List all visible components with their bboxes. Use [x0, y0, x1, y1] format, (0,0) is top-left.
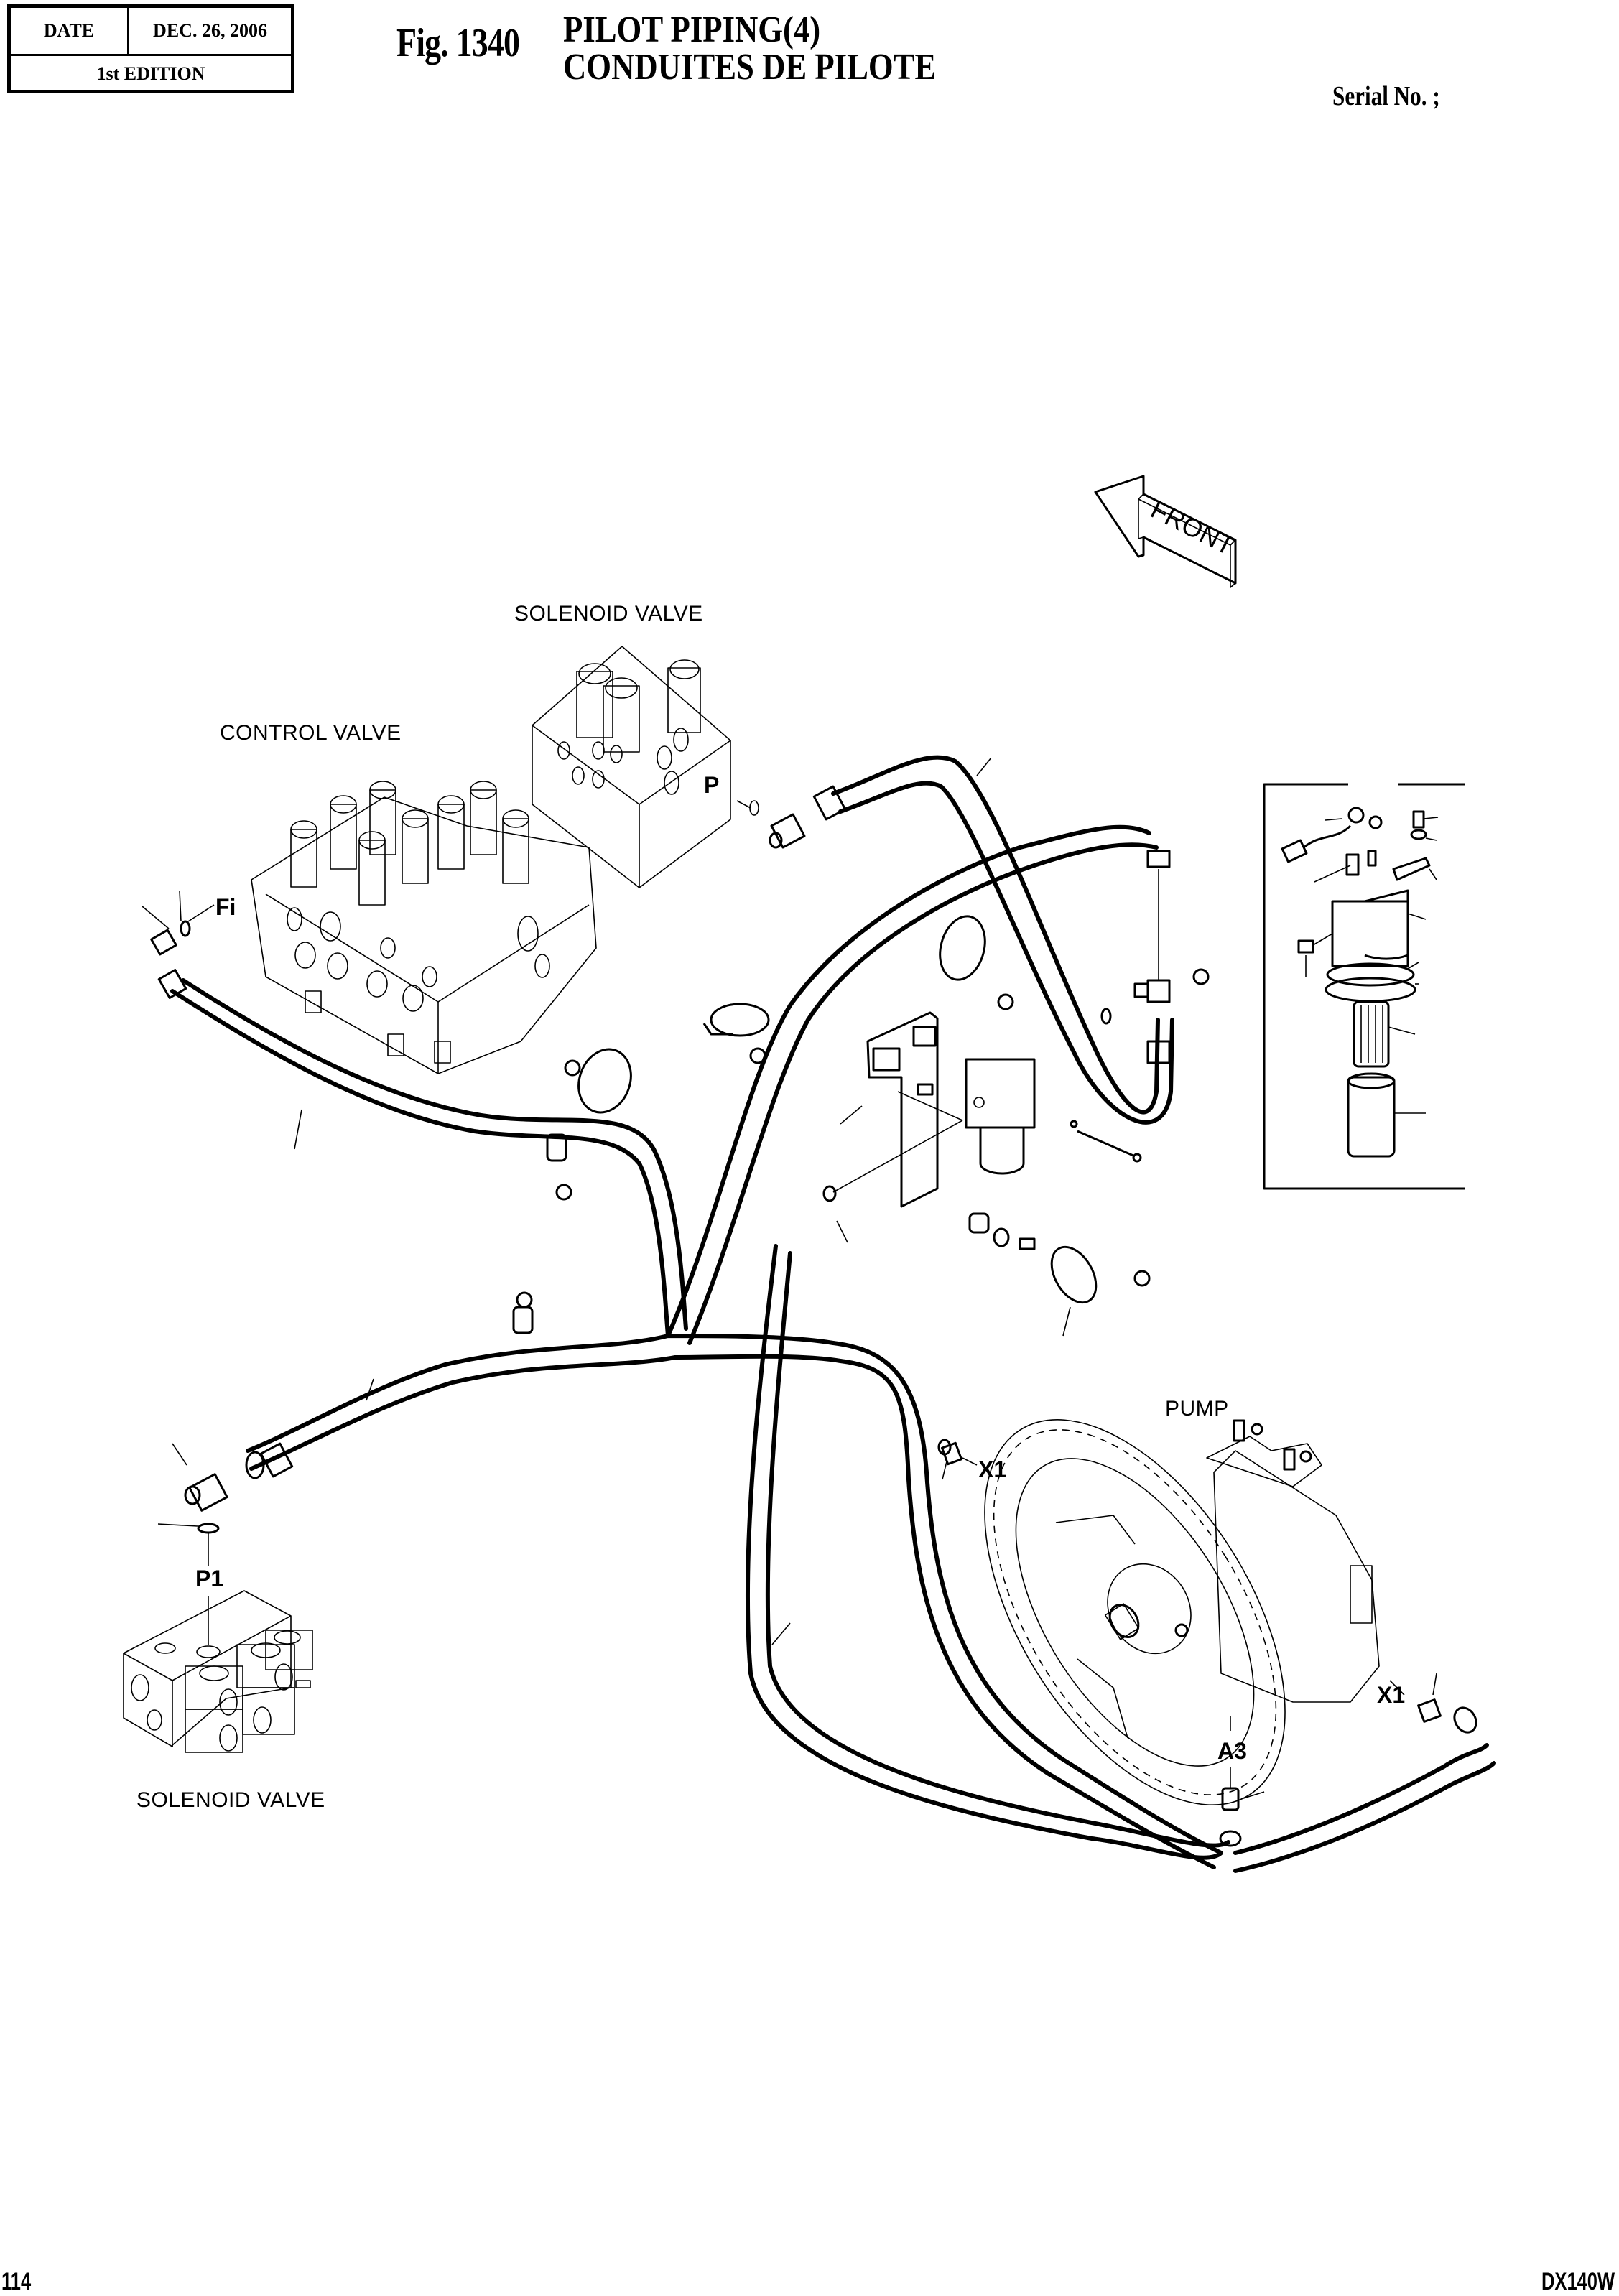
pump-label: PUMP [1165, 1397, 1229, 1421]
tee-fitting [1133, 850, 1210, 1064]
model-number: DX140W [1541, 2268, 1615, 2295]
p1-elbow-fitting [157, 1442, 294, 1645]
page-title-english: PILOT PIPING(4) [563, 9, 821, 50]
revision-date-row: DATE DEC. 26, 2006 [11, 8, 291, 56]
date-label: DATE [11, 8, 129, 54]
solenoid-valve-top-label: SOLENOID VALVE [514, 602, 703, 626]
date-value: DEC. 26, 2006 [153, 20, 267, 41]
solenoid-valve-top-drawing [532, 646, 731, 888]
page-number: 114 [1, 2268, 32, 2295]
control-valve-drawing [251, 781, 597, 1074]
filter-detail-inset [1263, 783, 1465, 1190]
hose-clamps [512, 915, 1151, 1334]
fi-elbow-fitting [142, 890, 215, 999]
serial-number-label: Serial No. ; [1332, 81, 1440, 111]
control-valve-label: CONTROL VALVE [220, 721, 402, 745]
revision-box: DATE DEC. 26, 2006 1st EDITION [7, 4, 294, 93]
front-arrow-label: FRONT [1146, 494, 1239, 561]
port-label-p1: P1 [195, 1566, 224, 1591]
pump-port-fittings [937, 1439, 1477, 1847]
callout-leader-lines [294, 757, 1071, 1645]
solenoid-valve-bottom-label: SOLENOID VALVE [136, 1788, 325, 1812]
port-label-p: P [704, 772, 720, 798]
page-title-french: CONDUITES DE PILOTE [563, 47, 937, 88]
solenoid-valve-bottom-drawing [123, 1590, 313, 1753]
edition-label: 1st EDITION [96, 63, 205, 84]
port-label-fi: Fi [215, 894, 236, 920]
figure-number: Fig. 1340 [396, 21, 520, 65]
pilot-hoses [170, 755, 1496, 1873]
front-arrow-icon: FRONT [1094, 475, 1239, 588]
port-label-x1-right: X1 [1377, 1682, 1406, 1708]
port-label-x1-left: X1 [978, 1456, 1007, 1482]
pilot-filter-assembly [822, 1008, 1142, 1250]
pump-drawing [984, 1419, 1380, 1805]
port-label-a3: A3 [1217, 1738, 1247, 1764]
p-elbow-fitting [736, 785, 847, 849]
